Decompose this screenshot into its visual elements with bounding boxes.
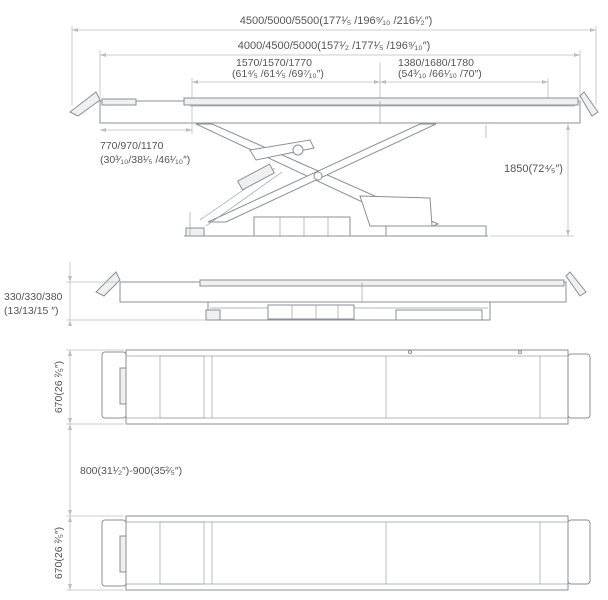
lower-platform-top <box>101 515 591 591</box>
lowered-side-view: 330/330/380 (13/13/15 ″) <box>4 262 587 326</box>
section-2-inch-label: (54³⁄₁₀ /66¹⁄₁₀ /70″) <box>398 68 482 80</box>
lowered-left-ramp <box>95 271 121 297</box>
platform-width-top-label: 670(26 ²⁄₅″) <box>53 361 65 413</box>
lowered-right-ramp <box>565 271 587 297</box>
max-height-dimension: 1850(72⁴⁄₅″) <box>490 124 574 237</box>
min-height-dimension: 330/330/380 (13/13/15 ″) <box>4 262 206 326</box>
lowered-base <box>205 301 491 321</box>
platform-length-label: 4000/4500/5000(157¹⁄₂ /177¹⁄₅ /196⁹⁄₁₀″) <box>238 40 431 52</box>
front-offset-dimension: 770/970/1170 (30³⁄₁₀/38¹⁄₅ /46¹⁄₁₀″) <box>100 106 193 166</box>
scissor-mechanism <box>195 123 487 231</box>
top-view: 670(26 ²⁄₅″) 800(31¹⁄₂″)-900(35²⁄₅″) 670… <box>53 349 591 591</box>
overall-length-dimension: 4500/5000/5500(177¹⁄₅ /196⁹⁄₁₀ /216¹⁄₂″) <box>71 15 597 105</box>
section-1-inch-label: (61⁴⁄₅ /61⁴⁄₅ /69⁷⁄₁₀″) <box>232 68 324 80</box>
left-ramp <box>69 91 101 117</box>
max-height-label: 1850(72⁴⁄₅″) <box>504 163 563 175</box>
front-offset-inch-label: (30³⁄₁₀/38¹⁄₅ /46¹⁄₁₀″) <box>100 154 190 166</box>
min-height-label: 330/330/380 <box>4 291 63 303</box>
upper-platform-top <box>101 349 591 425</box>
raised-base <box>184 212 488 237</box>
front-offset-label: 770/970/1170 <box>100 140 164 152</box>
section-dimensions: 1570/1570/1770 (61⁴⁄₅ /61⁴⁄₅ /69⁷⁄₁₀″) 1… <box>191 57 549 100</box>
section-2-label: 1380/1680/1780 <box>398 57 474 69</box>
overall-length-label: 4500/5000/5500(177¹⁄₅ /196⁹⁄₁₀ /216¹⁄₂″) <box>240 15 433 27</box>
platform-gap-label: 800(31¹⁄₂″)-900(35²⁄₅″) <box>80 465 182 477</box>
section-1-label: 1570/1570/1770 <box>236 57 312 69</box>
raised-side-view: 4500/5000/5500(177¹⁄₅ /196⁹⁄₁₀ /216¹⁄₂″)… <box>69 15 599 237</box>
width-dimensions: 670(26 ²⁄₅″) 800(31¹⁄₂″)-900(35²⁄₅″) 670… <box>53 349 182 591</box>
platform-length-dimension: 4000/4500/5000(157¹⁄₂ /177¹⁄₅ /196⁹⁄₁₀″) <box>99 40 581 98</box>
min-height-inch-label: (13/13/15 ″) <box>4 305 59 317</box>
right-ramp <box>579 91 599 117</box>
platform-width-bottom-label: 670(26 ²⁄₅″) <box>53 527 65 579</box>
